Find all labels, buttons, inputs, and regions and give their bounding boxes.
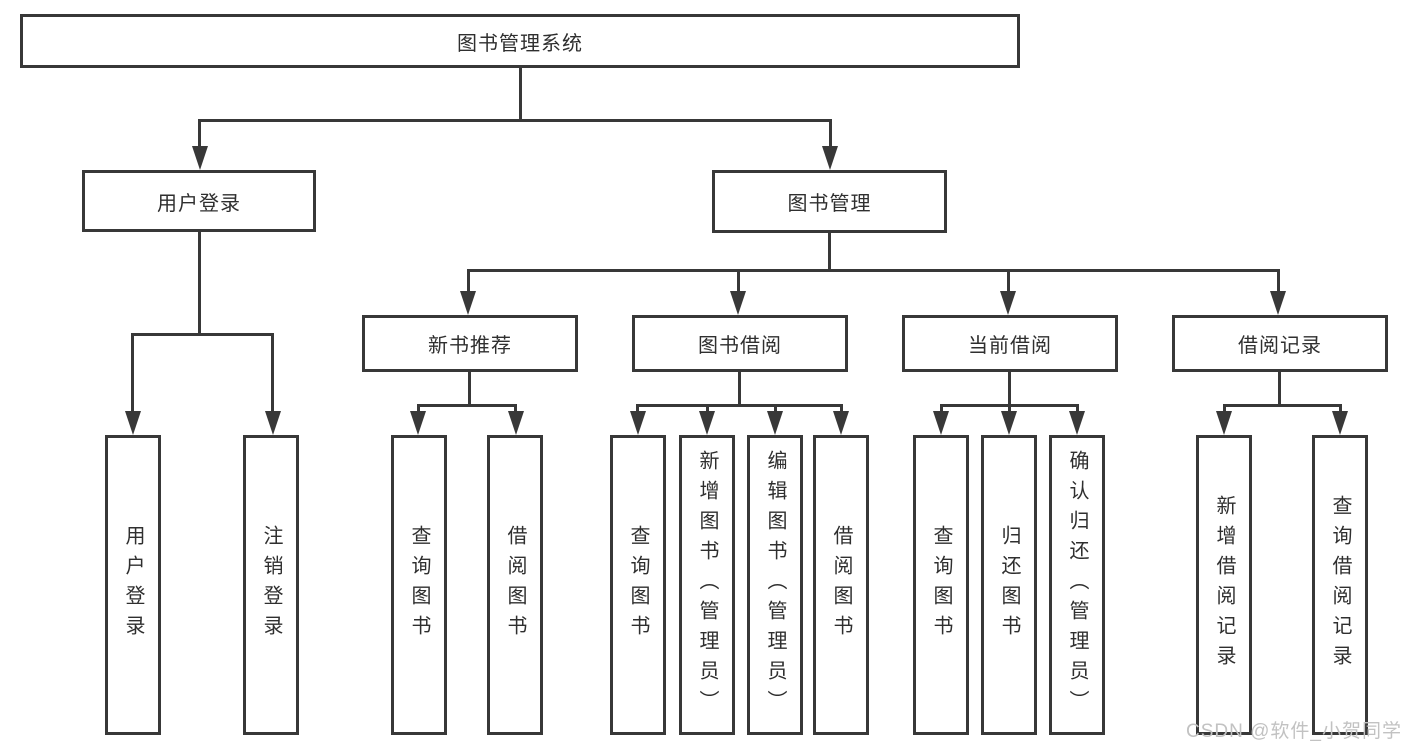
leaf-current-confirm: 确认归还（管理员） [1049, 435, 1105, 735]
arrowhead-current-leaf3 [1069, 411, 1085, 435]
leaf-borrow-add-label: 新增图书（管理员） [696, 450, 718, 720]
leaf-records-add: 新增借阅记录 [1196, 435, 1252, 735]
node-borrow: 图书借阅 [632, 315, 848, 372]
leaf-borrow-edit-label: 编辑图书（管理员） [764, 450, 786, 720]
connector-root-bar [198, 119, 832, 122]
arrowhead-book-mgmt [822, 146, 838, 170]
leaf-borrow-add: 新增图书（管理员） [679, 435, 735, 735]
leaf-records-add-label: 新增借阅记录 [1213, 495, 1235, 675]
node-user-login-label: 用户登录 [157, 192, 241, 215]
arrowhead-current [1000, 291, 1016, 315]
connector-stem-borrow [737, 269, 740, 295]
leaf-user-login-label: 用户登录 [122, 525, 144, 645]
leaf-user-login: 用户登录 [105, 435, 161, 735]
arrowhead-borrow-leaf3 [767, 411, 783, 435]
leaf-borrow-query-label: 查询图书 [627, 525, 649, 645]
connector-stem-borrow-leaf3 [774, 404, 777, 414]
leaf-newbook-query-label: 查询图书 [408, 525, 430, 645]
connector-stem-user-login [198, 119, 201, 150]
arrowhead-borrow-leaf1 [630, 411, 646, 435]
node-book-mgmt-label: 图书管理 [787, 193, 872, 215]
leaf-current-query-label: 查询图书 [930, 525, 952, 645]
connector-stem-newbook-leaf2 [514, 404, 517, 414]
arrowhead-current-leaf2 [1001, 411, 1017, 435]
leaf-borrow-query: 查询图书 [610, 435, 666, 735]
leaf-borrow-borrow-label: 借阅图书 [830, 525, 852, 645]
arrowhead-borrow [730, 291, 746, 315]
arrowhead-new-book [460, 291, 476, 315]
node-book-mgmt: 图书管理 [712, 170, 947, 233]
connector-stem-borrow-leaf4 [840, 404, 843, 414]
node-borrow-label: 图书借阅 [698, 335, 782, 357]
node-root-label: 图书管理系统 [457, 32, 583, 55]
node-root: 图书管理系统 [20, 14, 1020, 68]
leaf-current-confirm-label: 确认归还（管理员） [1066, 450, 1088, 720]
arrowhead-logout-leaf [265, 411, 281, 435]
connector-stem-borrow-leaf1 [636, 404, 639, 414]
csdn-watermark: CSDN @软件_小贺同学 [1186, 721, 1402, 742]
connector-bookmgmt-stub [828, 233, 831, 272]
leaf-current-return: 归还图书 [981, 435, 1037, 735]
connector-bookmgmt-bar [467, 269, 1280, 272]
connector-newbook-bar [417, 404, 517, 407]
connector-userlogin-bar [131, 333, 274, 336]
node-current-label: 当前借阅 [968, 335, 1052, 357]
connector-records-stub [1278, 372, 1281, 406]
connector-newbook-stub [468, 372, 471, 406]
arrowhead-borrow-leaf4 [833, 411, 849, 435]
leaf-newbook-borrow-label: 借阅图书 [504, 525, 526, 645]
leaf-records-query-label: 查询借阅记录 [1329, 495, 1351, 675]
arrowhead-user-login [192, 146, 208, 170]
leaf-newbook-borrow: 借阅图书 [487, 435, 543, 735]
connector-stem-current-leaf1 [940, 404, 943, 414]
connector-records-bar [1223, 404, 1342, 407]
node-records: 借阅记录 [1172, 315, 1388, 372]
connector-borrow-bar [636, 404, 843, 407]
leaf-logout-label: 注销登录 [260, 525, 282, 645]
connector-stem-records [1277, 269, 1280, 295]
connector-stem-newbook-leaf1 [417, 404, 420, 414]
arrowhead-current-leaf1 [933, 411, 949, 435]
leaf-records-query: 查询借阅记录 [1312, 435, 1368, 735]
leaf-current-return-label: 归还图书 [998, 525, 1020, 645]
node-new-book-label: 新书推荐 [428, 335, 512, 357]
arrowhead-login-leaf [125, 411, 141, 435]
leaf-current-query: 查询图书 [913, 435, 969, 735]
connector-current-stub [1008, 372, 1011, 406]
node-records-label: 借阅记录 [1238, 335, 1322, 357]
arrowhead-borrow-leaf2 [699, 411, 715, 435]
arrowhead-records-leaf1 [1216, 411, 1232, 435]
connector-borrow-stub [738, 372, 741, 406]
connector-root-stub [519, 68, 522, 121]
connector-stem-current-leaf3 [1076, 404, 1079, 414]
connector-stem-current [1007, 269, 1010, 295]
leaf-borrow-edit: 编辑图书（管理员） [747, 435, 803, 735]
connector-stem-records-leaf2 [1339, 404, 1342, 414]
arrowhead-newbook-leaf1 [410, 411, 426, 435]
connector-stem-current-leaf2 [1008, 404, 1011, 414]
connector-stem-new-book [467, 269, 470, 295]
connector-stem-records-leaf1 [1223, 404, 1226, 414]
connector-userlogin-stub [198, 232, 201, 336]
leaf-newbook-query: 查询图书 [391, 435, 447, 735]
connector-stem-logout-leaf [271, 333, 274, 413]
connector-stem-book-mgmt [829, 119, 832, 150]
node-new-book: 新书推荐 [362, 315, 578, 372]
connector-stem-borrow-leaf2 [706, 404, 709, 414]
leaf-borrow-borrow: 借阅图书 [813, 435, 869, 735]
arrowhead-newbook-leaf2 [508, 411, 524, 435]
arrowhead-records-leaf2 [1332, 411, 1348, 435]
arrowhead-records [1270, 291, 1286, 315]
leaf-logout: 注销登录 [243, 435, 299, 735]
node-user-login: 用户登录 [82, 170, 316, 232]
node-current: 当前借阅 [902, 315, 1118, 372]
connector-stem-login-leaf [131, 333, 134, 413]
